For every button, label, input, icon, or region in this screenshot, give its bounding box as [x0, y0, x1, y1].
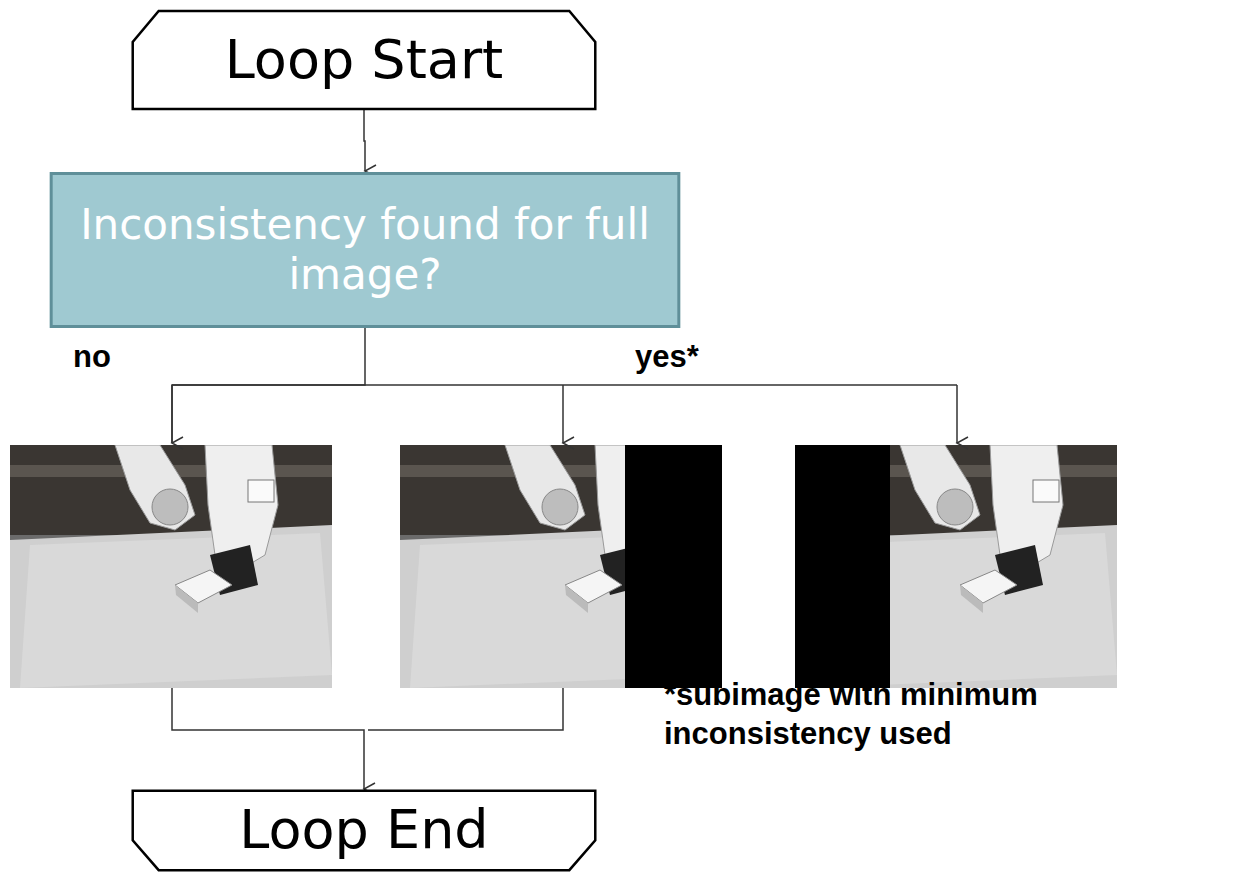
flow-arrow — [364, 110, 365, 171]
node-text: Loop Start — [225, 28, 504, 93]
left-subimage — [400, 445, 722, 688]
footnote: *subimage with minimum inconsistency use… — [664, 676, 1236, 754]
node-text: Inconsistency found for full image? — [78, 200, 652, 301]
decision-box: Inconsistency found for full image? — [48, 172, 682, 328]
loop-end: Loop End — [128, 790, 600, 871]
node-text: Loop End — [239, 798, 488, 863]
full-image — [10, 445, 332, 688]
branch-label: yes* — [635, 338, 755, 377]
loop-start: Loop Start — [128, 10, 600, 110]
branch-label: no — [73, 338, 153, 377]
right-subimage — [795, 445, 1117, 688]
flow-arrow — [172, 328, 365, 789]
